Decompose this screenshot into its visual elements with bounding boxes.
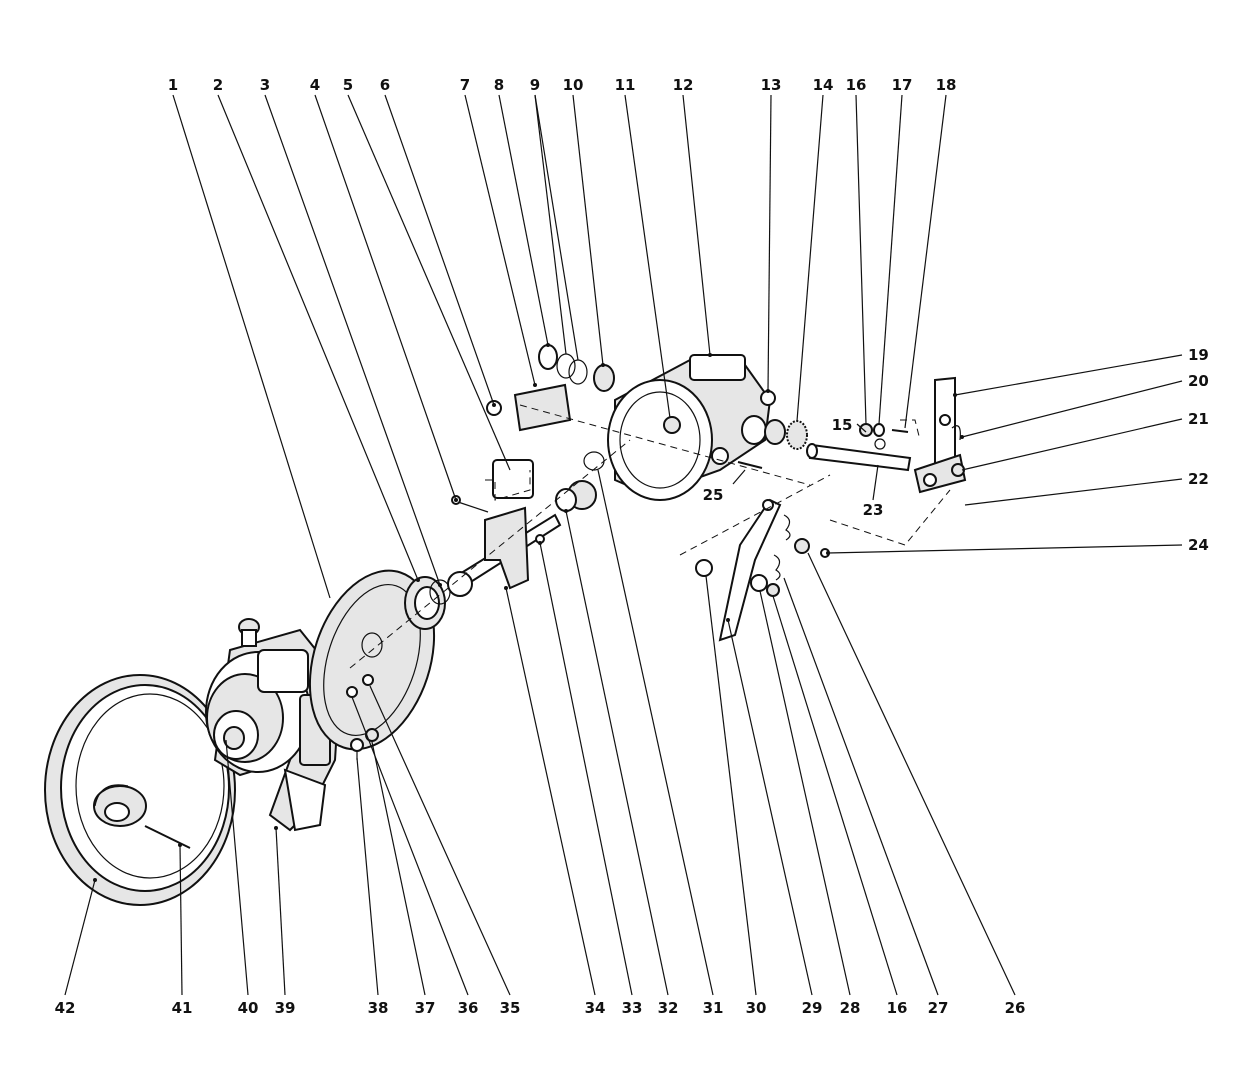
callouts-right: 19 20 21 22 24 (1188, 346, 1209, 554)
callout-37: 37 (415, 999, 436, 1017)
callouts-inline: 15 23 25 (703, 416, 884, 519)
bearing-drawing (404, 576, 451, 630)
callout-2: 2 (213, 76, 223, 94)
callout-21: 21 (1188, 410, 1209, 428)
callout-16-bottom: 16 (887, 999, 908, 1017)
callout-35: 35 (500, 999, 521, 1017)
callout-31: 31 (703, 999, 724, 1017)
callout-5: 5 (343, 76, 353, 94)
callout-42: 42 (55, 999, 76, 1017)
callout-7: 7 (460, 76, 470, 94)
callout-4: 4 (310, 76, 320, 94)
key-plate-drawing (486, 383, 572, 432)
worm-gear-drawing (764, 419, 808, 450)
callout-36: 36 (458, 999, 479, 1017)
callout-8: 8 (494, 76, 504, 94)
callout-15: 15 (832, 416, 853, 434)
lever-arm-drawing (913, 376, 967, 494)
shift-lever-drawing (695, 498, 830, 642)
callout-29: 29 (802, 999, 823, 1017)
leader-lines (64, 94, 1183, 996)
callout-38: 38 (368, 999, 389, 1017)
callout-25: 25 (703, 486, 724, 504)
callout-30: 30 (746, 999, 767, 1017)
key-drawing (144, 825, 191, 849)
callout-40: 40 (238, 999, 259, 1017)
callout-17: 17 (892, 76, 913, 94)
callout-34: 34 (585, 999, 606, 1017)
callout-32: 32 (658, 999, 679, 1017)
callout-41: 41 (172, 999, 193, 1017)
callout-3: 3 (260, 76, 270, 94)
callout-19: 19 (1188, 346, 1209, 364)
callout-20: 20 (1188, 372, 1209, 390)
callout-33: 33 (622, 999, 643, 1017)
callout-11: 11 (615, 76, 636, 94)
callout-26: 26 (1005, 999, 1026, 1017)
callout-12: 12 (673, 76, 694, 94)
gasket-drawing (308, 569, 436, 751)
small-parts-right-drawing (859, 423, 909, 450)
callout-22: 22 (1188, 470, 1209, 488)
callout-6: 6 (380, 76, 390, 94)
worm-shaft-drawing (447, 459, 562, 597)
callout-16-top: 16 (846, 76, 867, 94)
callout-14: 14 (813, 76, 834, 94)
callout-9: 9 (530, 76, 540, 94)
callouts-bottom: 42 41 40 39 38 37 36 35 34 33 32 31 30 2… (55, 999, 1026, 1017)
stud-drawing (737, 461, 763, 469)
leader-dots (93, 343, 964, 882)
shaft-drawing (806, 443, 912, 472)
callouts-top: 1 2 3 4 5 6 7 8 9 10 11 12 13 14 16 17 1… (168, 76, 957, 94)
callout-23: 23 (863, 501, 884, 519)
callout-18: 18 (936, 76, 957, 94)
callout-27: 27 (928, 999, 949, 1017)
callout-10: 10 (563, 76, 584, 94)
assembly-lines (349, 404, 951, 669)
small-fasteners-drawing (346, 674, 379, 760)
callout-1: 1 (168, 76, 178, 94)
callout-24: 24 (1188, 536, 1209, 554)
pulley-drawing (44, 674, 236, 906)
callout-28: 28 (840, 999, 861, 1017)
callout-13: 13 (761, 76, 782, 94)
gear-case-drawing (607, 354, 776, 501)
callout-39: 39 (275, 999, 296, 1017)
